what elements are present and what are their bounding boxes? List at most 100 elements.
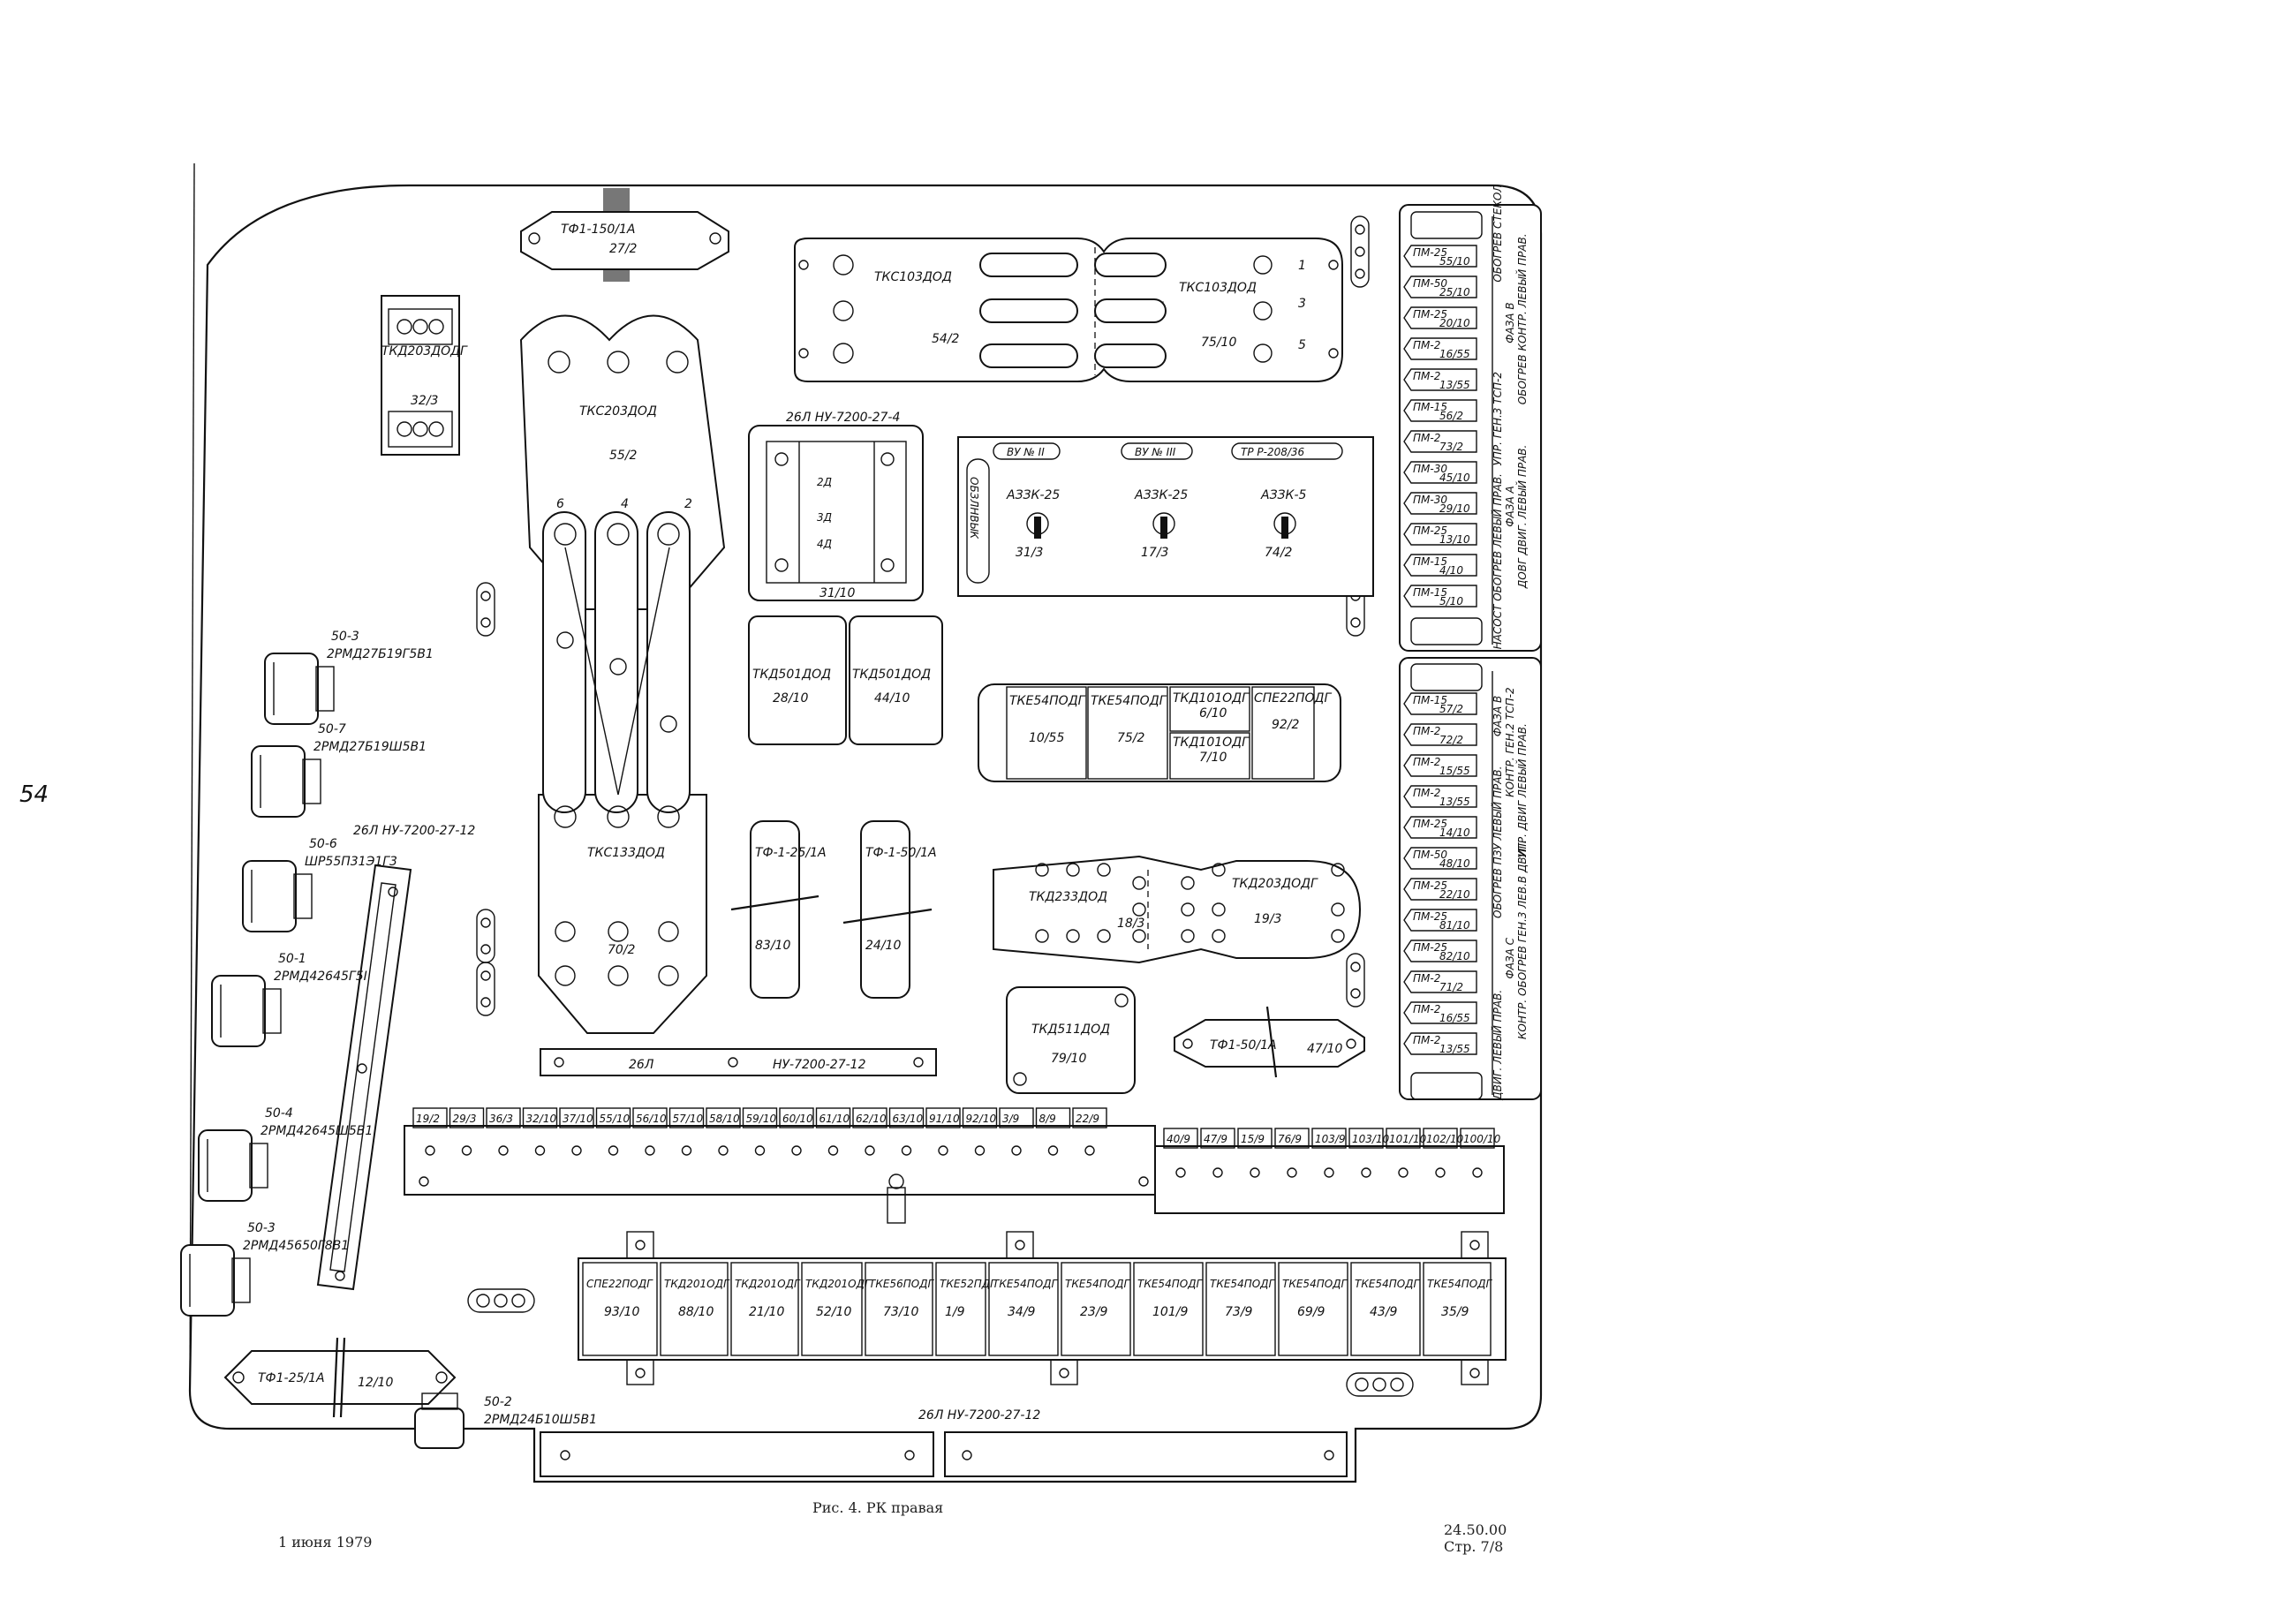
vertical-bus-bar: 26Л НУ-7200-27-12 [316,824,475,1291]
fuse-code: 13/55 [1439,379,1470,391]
connector-pos: 50-1 [278,952,306,966]
bottom-relay [988,1262,1059,1356]
fuse-type: ПМ-2 [1413,1034,1440,1046]
panel-side-line [189,162,195,1392]
tkd233-tkd203-pair: ТКД233ДОД 18/3 ТКД203ДОДГ 19/3 [993,855,1362,964]
terminal-screw [1361,1167,1371,1178]
tkd501-2-code: 44/10 [874,691,910,706]
terminal-label: 102/10 [1426,1133,1464,1145]
terminal-screw [791,1145,802,1156]
terminal-cell [486,1107,521,1128]
terminal-screw [1047,1145,1059,1156]
fuse-group-label: ДВИГ. ЛЕВЫЙ ПРАВ. [1491,990,1504,1101]
terminal-label: 101/10 [1389,1133,1427,1145]
rail-middle: 26Л НУ-7200-27-12 [540,1048,937,1076]
terminal-screw [974,1145,986,1156]
fuse-holder [1403,399,1477,422]
fuse-code: 4/10 [1439,564,1463,577]
tks-contact-bars [979,253,1273,368]
fuse-code: 13/55 [1439,1043,1470,1055]
bottom-relay-type: ТКЕ54ПОДГ [1210,1278,1276,1290]
fuse-holder [1403,909,1477,932]
terminal-screw [425,1145,435,1156]
tks-left-code: 54/2 [932,332,960,346]
terminal-cell [1274,1128,1310,1149]
terminal-cell [962,1107,998,1128]
terminal-cell [779,1107,814,1128]
fuse-group-label: ОБОГРЕВ ПЗУ ЛЕВЫЙ ПРАВ. [1491,766,1504,918]
terminal-label: 76/9 [1278,1133,1302,1145]
fuse-holder [1403,878,1477,901]
bottom-relay-type: ТКЕ54ПОДГ [1065,1278,1131,1290]
bottom-relay-code: 69/9 [1297,1305,1325,1319]
tks203-code: 55/2 [609,449,638,463]
fuse-type: ПМ-30 [1413,463,1447,475]
fuse-group-label: ФАЗА С [1504,937,1516,978]
terminal-screw [1250,1167,1260,1178]
fuse-holder [1403,368,1477,391]
terminal-screw [534,1145,546,1156]
fuse-holder [1403,585,1477,608]
terminal-screw [498,1145,509,1156]
fuse-holder [1403,245,1477,268]
tf-bottom-code: 12/10 [358,1376,393,1390]
terminal-screw [1472,1167,1483,1178]
bottom-relay-type: ТКЕ54ПОДГ [993,1278,1059,1290]
connector-pos: 50-3 [247,1221,276,1235]
connector-flange [302,758,321,804]
fuse-code: 72/2 [1439,734,1463,746]
fuse-type: ПМ-15 [1413,694,1447,706]
connector-body [242,860,297,932]
connector-flange [293,873,313,919]
tks103-pair: ТКС103ДОД 54/2 ТКС103ДОД 75/10 2 4 6 1 3… [794,238,1343,382]
bottom-relay-type: ТКЕ54ПОДГ [1282,1278,1348,1290]
terminal-screw [1011,1145,1022,1156]
terminal-cell [632,1107,668,1128]
fuse-holder [1403,816,1477,839]
terminal-cell [1311,1128,1347,1149]
connector-pos: 50-3 [331,630,359,644]
tf-mid-transformers: ТФ-1-25/1А 83/10 ТФ-1-50/1А 24/10 [730,820,937,999]
bottom-relay-type: ТКД201ОДГ [805,1278,872,1290]
terminal-label: 92/10 [966,1113,997,1125]
standoff-pairs [476,215,1370,1016]
relay-group-2-type: ТКЕ54ПОДГ [1091,694,1167,708]
fuse-type: ПМ-2 [1413,756,1440,768]
bottom-relay [1205,1262,1276,1356]
tkd203-code: 32/3 [411,394,438,408]
fuse-code: 57/2 [1439,703,1463,715]
bottom-relay-type: ТКЕ54ПОДГ [1137,1278,1204,1290]
fuse-type: ПМ-25 [1413,246,1447,259]
bottom-bus-bars: 26Л НУ-7200-27-12 [540,1408,1348,1477]
triple-standoffs [467,1288,1414,1397]
fuse-type: ПМ-2 [1413,370,1440,382]
terminal-label: 57/10 [673,1113,704,1125]
terminal-label: 47/9 [1204,1133,1227,1145]
tkd233-type: ТКД233ДОД [1029,890,1107,904]
fuse-type: ПМ-25 [1413,818,1447,830]
fuse-code: 25/10 [1439,286,1470,298]
tkd501-1-code: 28/10 [773,691,808,706]
connector-body [251,745,306,818]
tf-bottom-type: ТФ1-25/1А [258,1371,325,1385]
rail-middle-left: 26Л [629,1058,654,1072]
relay-group-3-code: 6/10 [1199,706,1227,721]
terminal-screw [1084,1145,1095,1156]
bottom-relay [935,1262,986,1356]
tf50-transformer: ТФ1-50/1А 47/10 [1174,1006,1365,1078]
tf-mid-2-code: 24/10 [865,939,901,953]
tf-mid-2-type: ТФ-1-50/1А [865,846,937,860]
tkd203-top-left: ТКД203ДОДГ 32/3 [381,295,468,456]
terminal-cell [449,1107,485,1128]
fuse-code: 14/10 [1439,826,1470,839]
fuse-group-label: УПР. ДВИГ ЛЕВЫЙ ПРАВ. [1515,723,1529,857]
terminal-cell [559,1107,594,1128]
diode-block: 26Л НУ-7200-27-4 Д226А 2Д 3Д 4Д 31/10 [748,411,924,601]
terminal-cell [852,1107,887,1128]
footer-date: 1 июня 1979 [278,1534,372,1551]
fuse-type: ПМ-2 [1413,1003,1440,1015]
terminal-cell [1460,1128,1495,1149]
fuse-group-label: КОНТР. ОБОГРЕВ ГЕН.3 ЛЕВ.В ДВИГ. [1516,840,1529,1039]
bottom-relay [1278,1262,1348,1356]
connector-flange [315,666,335,712]
